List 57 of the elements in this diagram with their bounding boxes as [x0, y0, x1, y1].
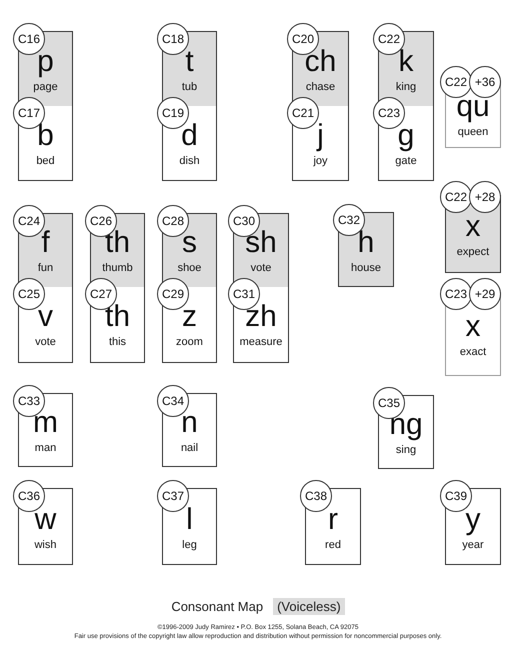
example-word: vote	[35, 336, 56, 349]
example-word: leg	[182, 539, 197, 552]
number-badge: C18	[157, 23, 189, 55]
example-word: sing	[396, 444, 416, 457]
example-word: measure	[240, 336, 282, 349]
number-badge: C16	[13, 23, 45, 55]
number-badge: C22	[440, 181, 472, 213]
example-word: king	[396, 81, 416, 94]
letter: j	[317, 120, 324, 152]
number-badge: C22	[440, 66, 472, 98]
example-word: year	[462, 539, 484, 552]
number-badge: C19	[157, 97, 189, 129]
example-word: page	[33, 81, 58, 94]
number-badge: C21	[287, 97, 319, 129]
number-badge: C36	[13, 480, 45, 512]
example-word: joy	[313, 155, 328, 168]
number-badge: C20	[287, 23, 319, 55]
example-word: queen	[458, 126, 488, 139]
number-badge: C30	[228, 205, 260, 237]
example-word: exact	[460, 346, 486, 359]
example-word: tub	[182, 81, 198, 94]
example-word: shoe	[178, 262, 202, 275]
legend-label: (Voiceless)	[273, 598, 345, 615]
number-badge: C38	[300, 480, 332, 512]
number-badge: C23	[373, 97, 405, 129]
example-word: dish	[179, 155, 200, 168]
number-badge: C28	[157, 205, 189, 237]
number-badge: C39	[440, 480, 472, 512]
example-word: gate	[395, 155, 417, 168]
title: Consonant Map	[171, 599, 264, 614]
example-word: vote	[250, 262, 272, 275]
example-word: wish	[34, 539, 56, 552]
example-word: red	[325, 539, 341, 552]
example-word: bed	[36, 155, 55, 168]
number-badge: C34	[157, 385, 189, 417]
example-word: zoom	[176, 336, 203, 349]
number-badge: C33	[13, 385, 45, 417]
example-word: man	[34, 442, 56, 455]
letter: x	[466, 311, 480, 343]
example-word: nail	[180, 442, 198, 455]
number-badge: C23	[440, 278, 472, 310]
number-badge: C25	[13, 278, 45, 310]
letter: x	[466, 211, 480, 243]
example-word: house	[351, 262, 381, 275]
example-word: expect	[456, 246, 490, 259]
letter: l	[186, 504, 193, 536]
number-badge: C35	[373, 387, 405, 419]
number-badge: +28	[469, 181, 501, 213]
example-word: this	[108, 336, 126, 349]
number-badge: +36	[469, 66, 501, 98]
example-word: chase	[306, 81, 336, 94]
number-badge: C37	[157, 480, 189, 512]
example-word: thumb	[102, 262, 133, 275]
example-word: fun	[38, 262, 54, 275]
number-badge: C29	[157, 278, 189, 310]
number-badge: +29	[469, 278, 501, 310]
number-badge: C31	[228, 278, 260, 310]
